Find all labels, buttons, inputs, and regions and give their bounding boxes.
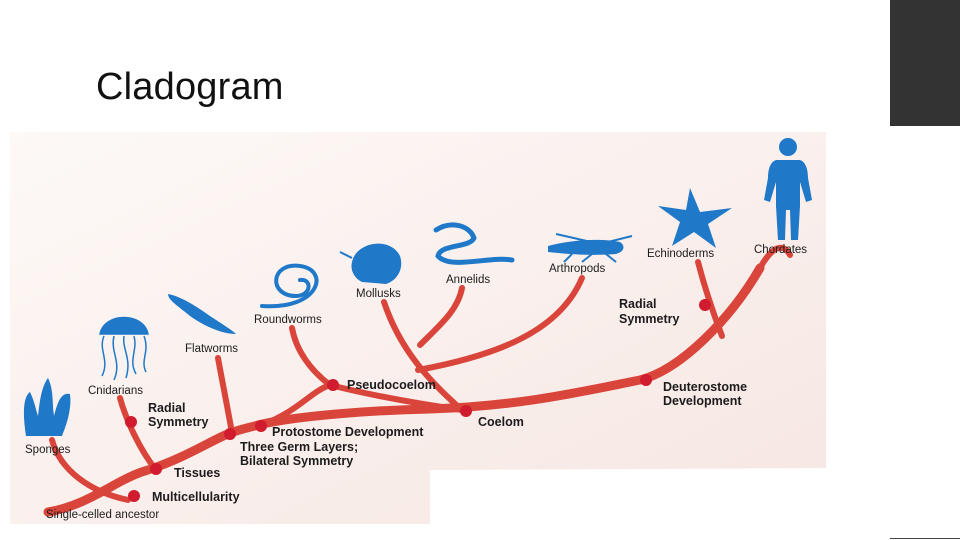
trait-label-coelom: Coelom: [478, 415, 524, 429]
trait-label-radial-symmetry-2-line-1: Radial: [619, 297, 657, 311]
trait-label-radial-symmetry-line-1: Radial: [148, 401, 186, 415]
node-radial-symmetry: [125, 416, 137, 428]
node-deuterostome: [640, 374, 652, 386]
trait-label-tissues: Tissues: [174, 466, 220, 480]
node-protostome: [255, 420, 267, 432]
taxon-label-sponges: Sponges: [25, 444, 71, 456]
node-radial-symmetry-2: [699, 299, 711, 311]
trait-label-protostome: Protostome Development: [272, 425, 424, 439]
taxon-label-arthropods: Arthropods: [549, 263, 606, 275]
root-label: Single-celled ancestor: [46, 509, 159, 521]
trait-label-pseudocoelom: Pseudocoelom: [347, 378, 436, 392]
taxon-label-roundworms: Roundworms: [254, 314, 322, 326]
taxon-label-cnidarians: Cnidarians: [88, 385, 143, 397]
node-three-germ-layers: [224, 428, 236, 440]
trait-label-radial-symmetry-2-line-2: Symmetry: [619, 312, 679, 326]
node-coelom: [460, 405, 472, 417]
taxon-label-flatworms: Flatworms: [185, 343, 238, 355]
trait-label-deuterostome-line-2: Development: [663, 394, 742, 408]
trait-label-bilateral-symmetry: Bilateral Symmetry: [240, 454, 353, 468]
taxon-label-annelids: Annelids: [446, 274, 490, 286]
node-tissues: [150, 463, 162, 475]
trait-label-radial-symmetry-line-2: Symmetry: [148, 415, 208, 429]
trait-label-three-germ-layers: Three Germ Layers;: [240, 440, 358, 454]
node-multicellularity: [128, 490, 140, 502]
node-pseudocoelom: [327, 379, 339, 391]
taxon-label-mollusks: Mollusks: [356, 288, 401, 300]
trait-label-deuterostome-line-1: Deuterostome: [663, 380, 747, 394]
taxon-label-echinoderms: Echinoderms: [647, 248, 714, 260]
trait-label-multicellularity: Multicellularity: [152, 490, 240, 504]
taxon-label-chordates: Chordates: [754, 244, 807, 256]
